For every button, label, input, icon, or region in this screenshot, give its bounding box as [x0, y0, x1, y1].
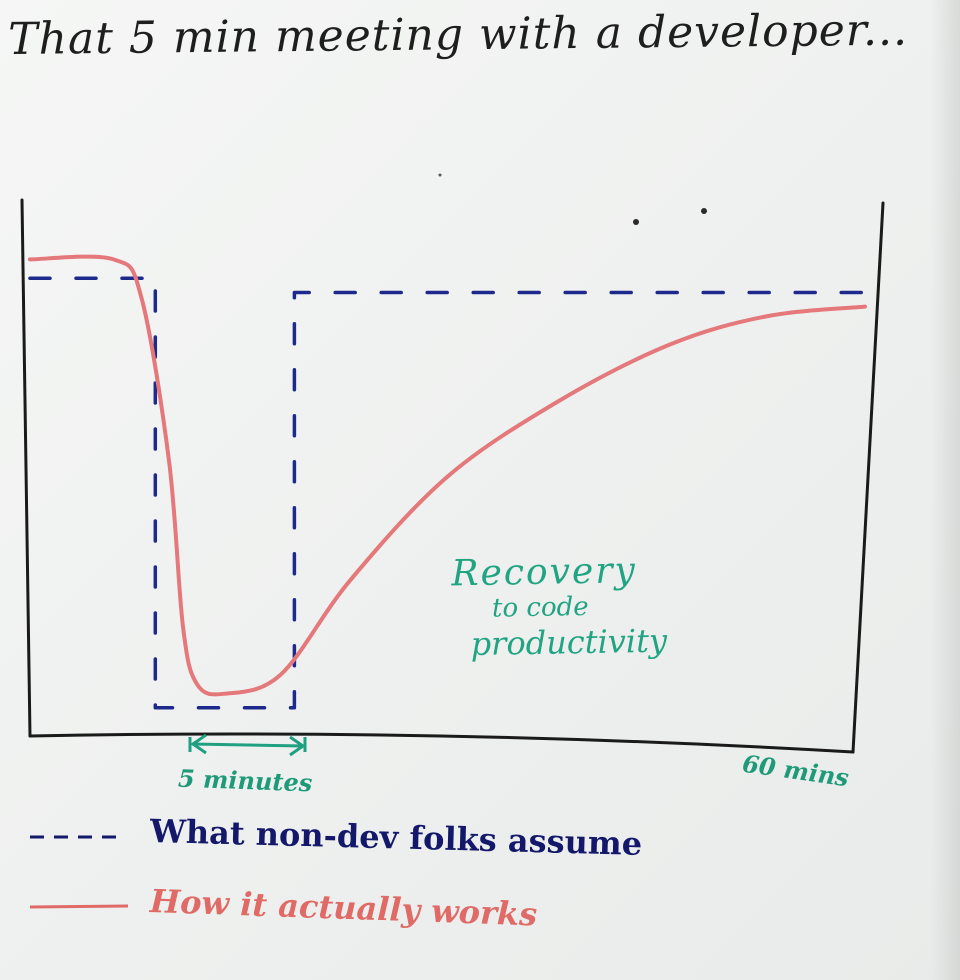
series-line-actual	[28, 254, 867, 697]
board-edge-shadow	[930, 0, 960, 980]
legend-label-assumed: What non-dev folks assume	[149, 812, 643, 863]
legend-item-actual: How it actually works	[30, 882, 930, 942]
left-axis-line	[20, 198, 32, 738]
legend-dashed-swatch	[30, 835, 126, 839]
board-mark	[438, 173, 442, 177]
x-tick-label-5-minutes: 5 minutes	[177, 763, 313, 798]
duration-arrow-right-head	[289, 735, 306, 757]
annotation-line-2: to code	[491, 591, 589, 624]
right-axis-line	[851, 201, 885, 754]
board-mark	[701, 208, 707, 214]
duration-arrow-left-head	[190, 733, 207, 755]
legend-label-actual: How it actually works	[149, 882, 538, 934]
legend-solid-swatch	[30, 904, 129, 909]
duration-marker	[188, 733, 307, 757]
x-axis-line	[28, 732, 855, 754]
series-layer	[28, 254, 867, 710]
series-line-assumed	[28, 276, 867, 710]
legend-item-assumed: What non-dev folks assume	[30, 812, 930, 872]
recovery-annotation: Recovery to code productivity	[451, 550, 723, 665]
board-mark	[633, 219, 639, 225]
annotation-line-3: productivity	[470, 621, 668, 664]
duration-arrow-shaft	[191, 742, 304, 748]
annotation-line-1: Recovery	[451, 550, 638, 595]
